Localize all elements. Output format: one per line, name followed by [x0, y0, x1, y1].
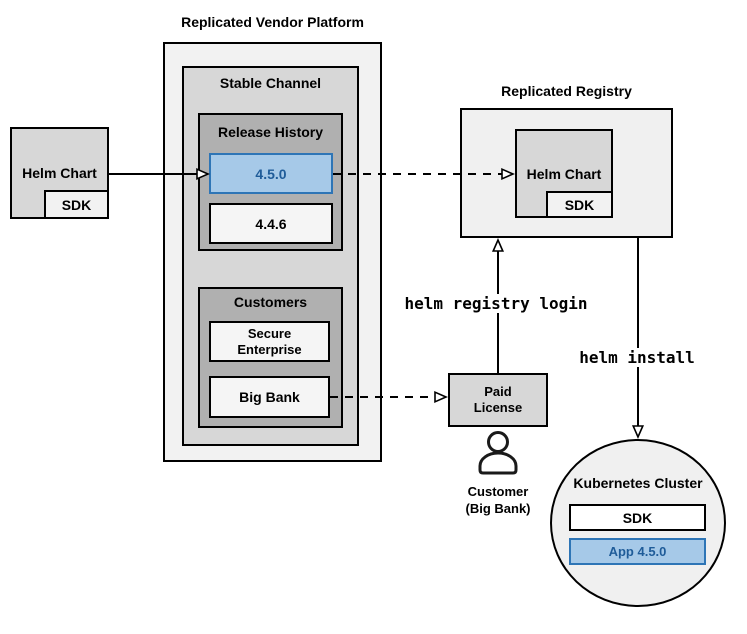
cluster-sdk-label: SDK: [622, 509, 653, 526]
customer-big-bank-box: Big Bank: [209, 376, 330, 418]
arrow-registry-to-cluster: [631, 238, 645, 440]
replicated-registry-title: Replicated Registry: [501, 83, 632, 99]
cluster-title: Kubernetes Cluster: [573, 475, 703, 491]
customer-big-bank-label: Big Bank: [239, 389, 300, 405]
customers-title: Customers: [233, 294, 308, 310]
vendor-sdk-box: SDK: [44, 190, 109, 219]
customer-secure-enterprise-label: Secure Enterprise: [237, 325, 302, 357]
customer-caption-line1: Customer: [467, 484, 529, 499]
registry-sdk-box: SDK: [546, 191, 613, 218]
release-450-box: 4.5.0: [209, 153, 333, 194]
customer-caption: Customer (Big Bank): [448, 483, 548, 517]
cluster-app-box: App 4.5.0: [569, 538, 706, 565]
vendor-helm-chart-label: Helm Chart: [22, 165, 97, 181]
cluster-sdk-box: SDK: [569, 504, 706, 531]
customer-caption-line2: (Big Bank): [465, 501, 531, 516]
vendor-platform-title: Replicated Vendor Platform: [181, 14, 364, 30]
paid-license-label: Paid License: [473, 384, 523, 415]
release-446-label: 4.4.6: [255, 215, 287, 232]
release-446-box: 4.4.6: [209, 203, 333, 244]
stable-channel-title: Stable Channel: [219, 75, 322, 91]
vendor-sdk-label: SDK: [61, 196, 92, 213]
paid-license-box: Paid License: [448, 373, 548, 427]
release-450-label: 4.5.0: [255, 165, 287, 182]
registry-sdk-label: SDK: [564, 196, 595, 213]
registry-helm-chart-label: Helm Chart: [526, 165, 602, 182]
cluster-app-label: App 4.5.0: [608, 543, 667, 559]
helm-registry-login-label: helm registry login: [401, 294, 591, 313]
helm-install-label: helm install: [576, 348, 698, 367]
release-history-title: Release History: [217, 124, 324, 140]
customer-secure-enterprise-box: Secure Enterprise: [209, 321, 330, 362]
customer-person-icon: [478, 431, 518, 475]
